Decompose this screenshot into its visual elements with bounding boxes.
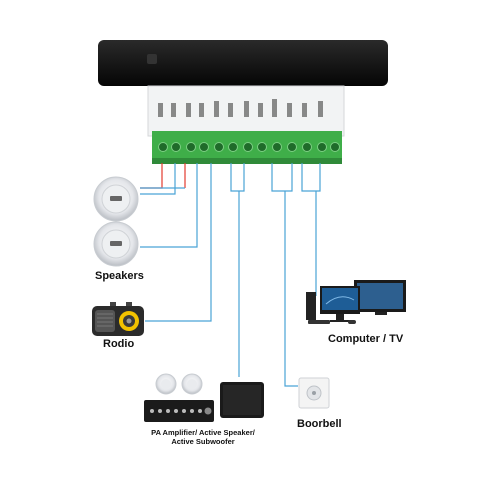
doorbell-label: Boorbell bbox=[297, 418, 342, 430]
pa-amplifier-label: PA Amplifier/ Active Speaker/ Active Sub… bbox=[148, 428, 258, 446]
terminal-screws bbox=[158, 142, 340, 152]
subwoofer-icon bbox=[220, 382, 264, 418]
wires bbox=[140, 163, 321, 387]
pa-label-line-1: PA Amplifier/ Active Speaker/ bbox=[151, 428, 255, 437]
ceiling-speaker-icon bbox=[93, 221, 139, 267]
tv-icon bbox=[354, 280, 406, 315]
speakers-label: Speakers bbox=[95, 270, 144, 282]
pa-label-line-2: Active Subwoofer bbox=[171, 437, 235, 446]
terminal-markings bbox=[158, 99, 323, 117]
ceiling-speaker-icon bbox=[93, 176, 139, 222]
radio-label: Rodio bbox=[103, 338, 135, 350]
computer-monitor-icon bbox=[306, 286, 360, 324]
control-unit-icon bbox=[98, 40, 388, 164]
radio-icon bbox=[92, 302, 144, 336]
amplifier-icon bbox=[144, 373, 214, 422]
doorbell-icon bbox=[298, 377, 330, 409]
computer-tv-label: Computer / TV bbox=[328, 333, 404, 345]
